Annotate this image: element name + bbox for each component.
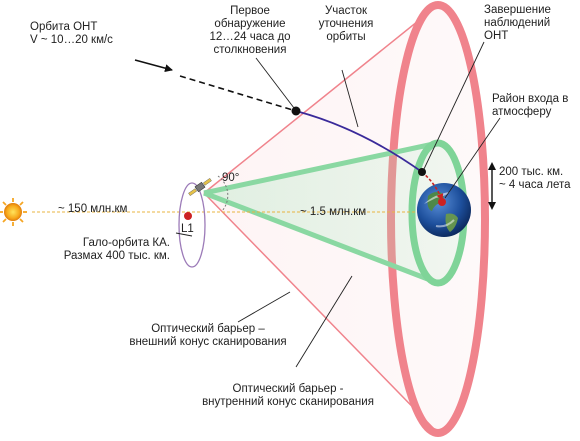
size-label: 200 тыс. км. ~ 4 часа лета xyxy=(499,166,571,192)
leader-first-detection xyxy=(255,57,295,109)
sun-icon xyxy=(0,198,27,226)
leader-entry-area xyxy=(444,117,501,199)
inner-cone-fill xyxy=(204,143,464,283)
first-detection-line-2: обнаружение xyxy=(214,18,286,30)
inner-cone-line-2: внутренний конус сканирования xyxy=(202,396,374,408)
end-observation-line-1: Завершение xyxy=(484,4,551,16)
refinement-line-3: орбиты xyxy=(326,31,366,43)
refinement-line-1: Участок xyxy=(324,5,367,17)
end-observation-line-2: наблюдений xyxy=(484,17,551,29)
earth-distance-label: ~ 1.5 млн.км xyxy=(300,206,367,218)
refinement-segment xyxy=(295,110,423,173)
outer-cone-lower-edge xyxy=(203,192,439,434)
inner-scan-cone xyxy=(203,139,468,287)
neo-approach-path xyxy=(179,75,297,112)
first-detection-line-4: столкновения xyxy=(213,44,287,56)
size-line-1: 200 тыс. км. xyxy=(499,166,564,178)
entry-area-line-1: Район входа в xyxy=(492,93,569,105)
l1-point xyxy=(184,212,192,220)
entry-area-label: Район входа в атмосферу xyxy=(492,93,568,119)
first-detection-point xyxy=(291,106,301,116)
spacecraft-icon xyxy=(188,178,212,196)
first-detection-label: Первое обнаружение 12…24 часа до столкно… xyxy=(195,5,305,57)
l1-label: L1 xyxy=(181,223,194,235)
neo-orbit-label: Орбита ОНТ V ~ 10…20 км/с xyxy=(30,21,113,47)
halo-label: Гало-орбита КА. Размах 400 тыс. км. xyxy=(40,237,170,263)
earth-icon xyxy=(417,183,471,237)
angle-label: 90° xyxy=(222,172,240,184)
inner-cone-lower-edge xyxy=(203,190,439,286)
leader-refinement xyxy=(341,69,359,128)
leader-end-observation xyxy=(423,41,485,170)
sun-distance-label: ~ 150 млн.км xyxy=(58,203,128,215)
outer-cone-upper-edge xyxy=(203,4,439,194)
atmosphere-entry-point xyxy=(438,198,446,206)
outer-cone-line-1: Оптический барьер – xyxy=(151,323,265,335)
inner-cone-line-1: Оптический барьер - xyxy=(232,383,344,395)
refinement-label: Участок уточнения орбиты xyxy=(308,5,384,44)
leader-inner-cone xyxy=(295,275,353,368)
angle-arc xyxy=(217,175,229,212)
leader-halo xyxy=(175,232,193,237)
neo-direction-arrow xyxy=(134,59,173,73)
entry-area-line-2: атмосферу xyxy=(492,106,552,118)
outer-cone-label: Оптический барьер – внешний конус сканир… xyxy=(118,323,298,349)
neo-orbit-speed: V ~ 10…20 км/с xyxy=(30,34,113,46)
end-observation-label: Завершение наблюдений ОНТ xyxy=(484,4,551,43)
inner-cone-upper-edge xyxy=(203,140,439,196)
refinement-line-2: уточнения xyxy=(318,18,374,30)
halo-orbit xyxy=(178,182,206,268)
outer-cone-line-2: внешний конус сканирования xyxy=(129,336,287,348)
first-detection-line-3: 12…24 часа до xyxy=(209,31,291,43)
end-observation-line-3: ОНТ xyxy=(484,30,509,42)
first-detection-line-1: Первое xyxy=(230,5,270,17)
inner-cone-label: Оптический барьер - внутренний конус ска… xyxy=(188,383,388,409)
halo-line-1: Гало-орбита КА. xyxy=(82,237,170,249)
leader-outer-cone xyxy=(237,291,291,323)
neo-orbit-title: Орбита ОНТ xyxy=(30,21,98,33)
end-observation-point xyxy=(418,168,426,176)
size-line-2: ~ 4 часа лета xyxy=(499,179,571,191)
size-arrow xyxy=(488,162,496,210)
halo-line-2: Размах 400 тыс. км. xyxy=(63,250,170,262)
